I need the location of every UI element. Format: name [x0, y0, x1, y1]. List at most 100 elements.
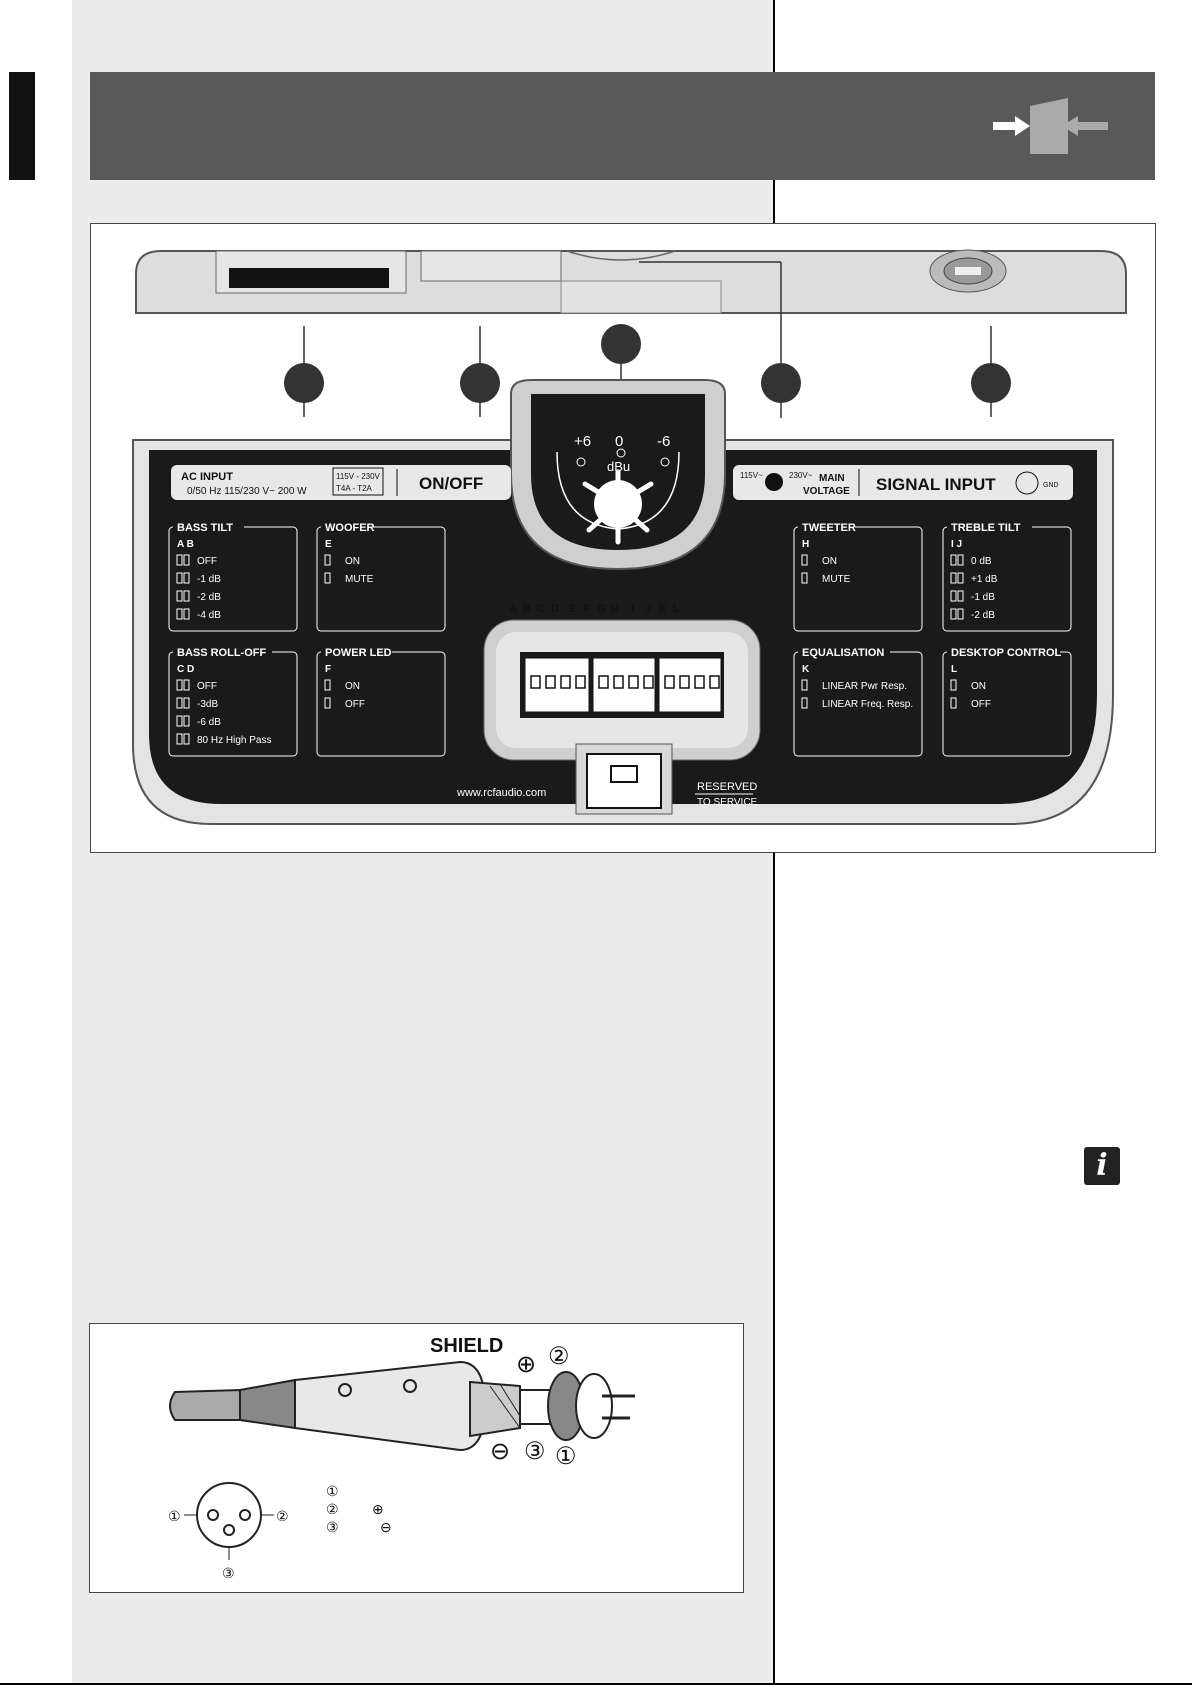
box-option: MUTE [822, 574, 851, 585]
box-option: MUTE [345, 574, 374, 585]
legend-minus: ⊖ [380, 1519, 392, 1535]
main-voltage-label: MAIN [819, 473, 845, 484]
switch-letter: H [611, 603, 619, 615]
switch-letter: G [597, 603, 606, 615]
switch-letter: L [673, 603, 680, 615]
box-option: ON [345, 556, 360, 567]
info-icon: i [1084, 1147, 1120, 1185]
box-letters: L [951, 664, 957, 675]
box-option: OFF [197, 556, 217, 567]
dip-switch [545, 675, 556, 689]
xlr-connector-figure: SHIELD ⊕ ② ⊖ ③ ① ① ② ③ ① ② ③ ⊕ ⊖ [89, 1323, 744, 1593]
switch-letter: D [551, 603, 559, 615]
dip-switch [664, 675, 675, 689]
switch-letter: K [659, 603, 667, 615]
box-title: TREBLE TILT [951, 522, 1021, 534]
ac-input-label: AC INPUT [181, 471, 233, 483]
switch-letter: I [631, 603, 634, 615]
box-option: ON [345, 681, 360, 692]
box-option: LINEAR Pwr Resp. [822, 681, 907, 692]
website-label: www.rcfaudio.com [456, 787, 546, 799]
box-option: OFF [971, 699, 991, 710]
box-option: OFF [197, 681, 217, 692]
box-option: -2 dB [197, 592, 221, 603]
box-letters: F [325, 664, 331, 675]
box-option: -2 dB [971, 610, 995, 621]
box-option: -1 dB [197, 574, 221, 585]
plus-symbol: ⊕ [516, 1351, 536, 1378]
pin2-symbol: ② [548, 1343, 570, 1370]
legend-plus: ⊕ [372, 1501, 384, 1517]
dip-switch [709, 675, 720, 689]
face-pin2: ② [276, 1508, 289, 1524]
box-option: 0 dB [971, 556, 992, 567]
fuse-bottom-label: T4A - T2A [336, 484, 373, 493]
face-pin1: ① [168, 1508, 181, 1524]
voltage-115-label: 115V~ [740, 471, 763, 480]
box-option: -1 dB [971, 592, 995, 603]
box-title: TWEETER [802, 522, 856, 534]
box-option: -3dB [197, 699, 218, 710]
fuse-top-label: 115V - 230V [336, 472, 381, 481]
face-pin3: ③ [222, 1565, 235, 1581]
dip-switch [628, 675, 639, 689]
box-option: -4 dB [197, 610, 221, 621]
input-arrows-icon [993, 98, 1108, 154]
minus-symbol: ⊖ [490, 1438, 510, 1465]
ac-spec-label: 0/50 Hz 115/230 V~ 200 W [187, 486, 307, 497]
knob-plus-label: +6 [574, 433, 591, 450]
on-off-label: ON/OFF [419, 474, 483, 493]
switch-letter: J [645, 603, 651, 615]
option-box-treble-tilt: TREBLE TILT I J 0 dB +1 dB -1 dB -2 dB [942, 520, 1072, 632]
switch-letter: E [569, 603, 576, 615]
knob-minus-label: -6 [657, 433, 670, 450]
dip-switch [613, 675, 624, 689]
option-box-desktop-control: DESKTOP CONTROL L ON OFF [942, 645, 1072, 757]
legend-pin3: ③ [326, 1519, 339, 1535]
section-tab-marker [9, 72, 35, 180]
dip-switch [598, 675, 609, 689]
rear-panel-diagram: +6 0 -6 dBu AC INPUT 0/50 Hz 115/230 V~ … [132, 249, 1127, 825]
box-title: BASS ROLL-OFF [177, 647, 266, 659]
dip-switch [560, 675, 571, 689]
gnd-label: GND [1043, 482, 1059, 489]
switch-letter: F [583, 603, 590, 615]
dip-switch [643, 675, 654, 689]
box-letters: I J [951, 539, 962, 550]
reserved-label: RESERVED [697, 781, 757, 793]
switch-letter: A [509, 603, 517, 615]
box-title: BASS TILT [177, 522, 233, 534]
rear-panel-figure: +6 0 -6 dBu AC INPUT 0/50 Hz 115/230 V~ … [90, 223, 1156, 853]
box-option: +1 dB [971, 574, 998, 585]
knob-zero-label: 0 [615, 433, 623, 450]
to-service-label: TO SERVICE [697, 797, 758, 808]
box-title: DESKTOP CONTROL [951, 647, 1061, 659]
box-option: ON [971, 681, 986, 692]
switch-letter: B [523, 603, 531, 615]
dip-switch [575, 675, 586, 689]
pin1-symbol: ① [555, 1443, 577, 1470]
page-bottom-rule [0, 1683, 1192, 1685]
dip-switch [530, 675, 541, 689]
box-letters: K [802, 664, 810, 675]
xlr-connector-diagram: SHIELD ⊕ ② ⊖ ③ ① ① ② ③ ① ② ③ ⊕ ⊖ [168, 1335, 635, 1581]
dip-switch [694, 675, 705, 689]
section-banner [90, 72, 1155, 180]
voltage-230-label: 230V~ [789, 471, 813, 480]
legend-pin1: ① [326, 1483, 339, 1499]
box-title: POWER LED [325, 647, 392, 659]
box-option: 80 Hz High Pass [197, 735, 271, 746]
box-letters: A B [177, 539, 194, 550]
signal-input-label: SIGNAL INPUT [876, 475, 996, 494]
box-letters: H [802, 539, 809, 550]
dip-switch [679, 675, 690, 689]
knob-unit-label: dBu [607, 459, 630, 474]
box-title: WOOFER [325, 522, 375, 534]
